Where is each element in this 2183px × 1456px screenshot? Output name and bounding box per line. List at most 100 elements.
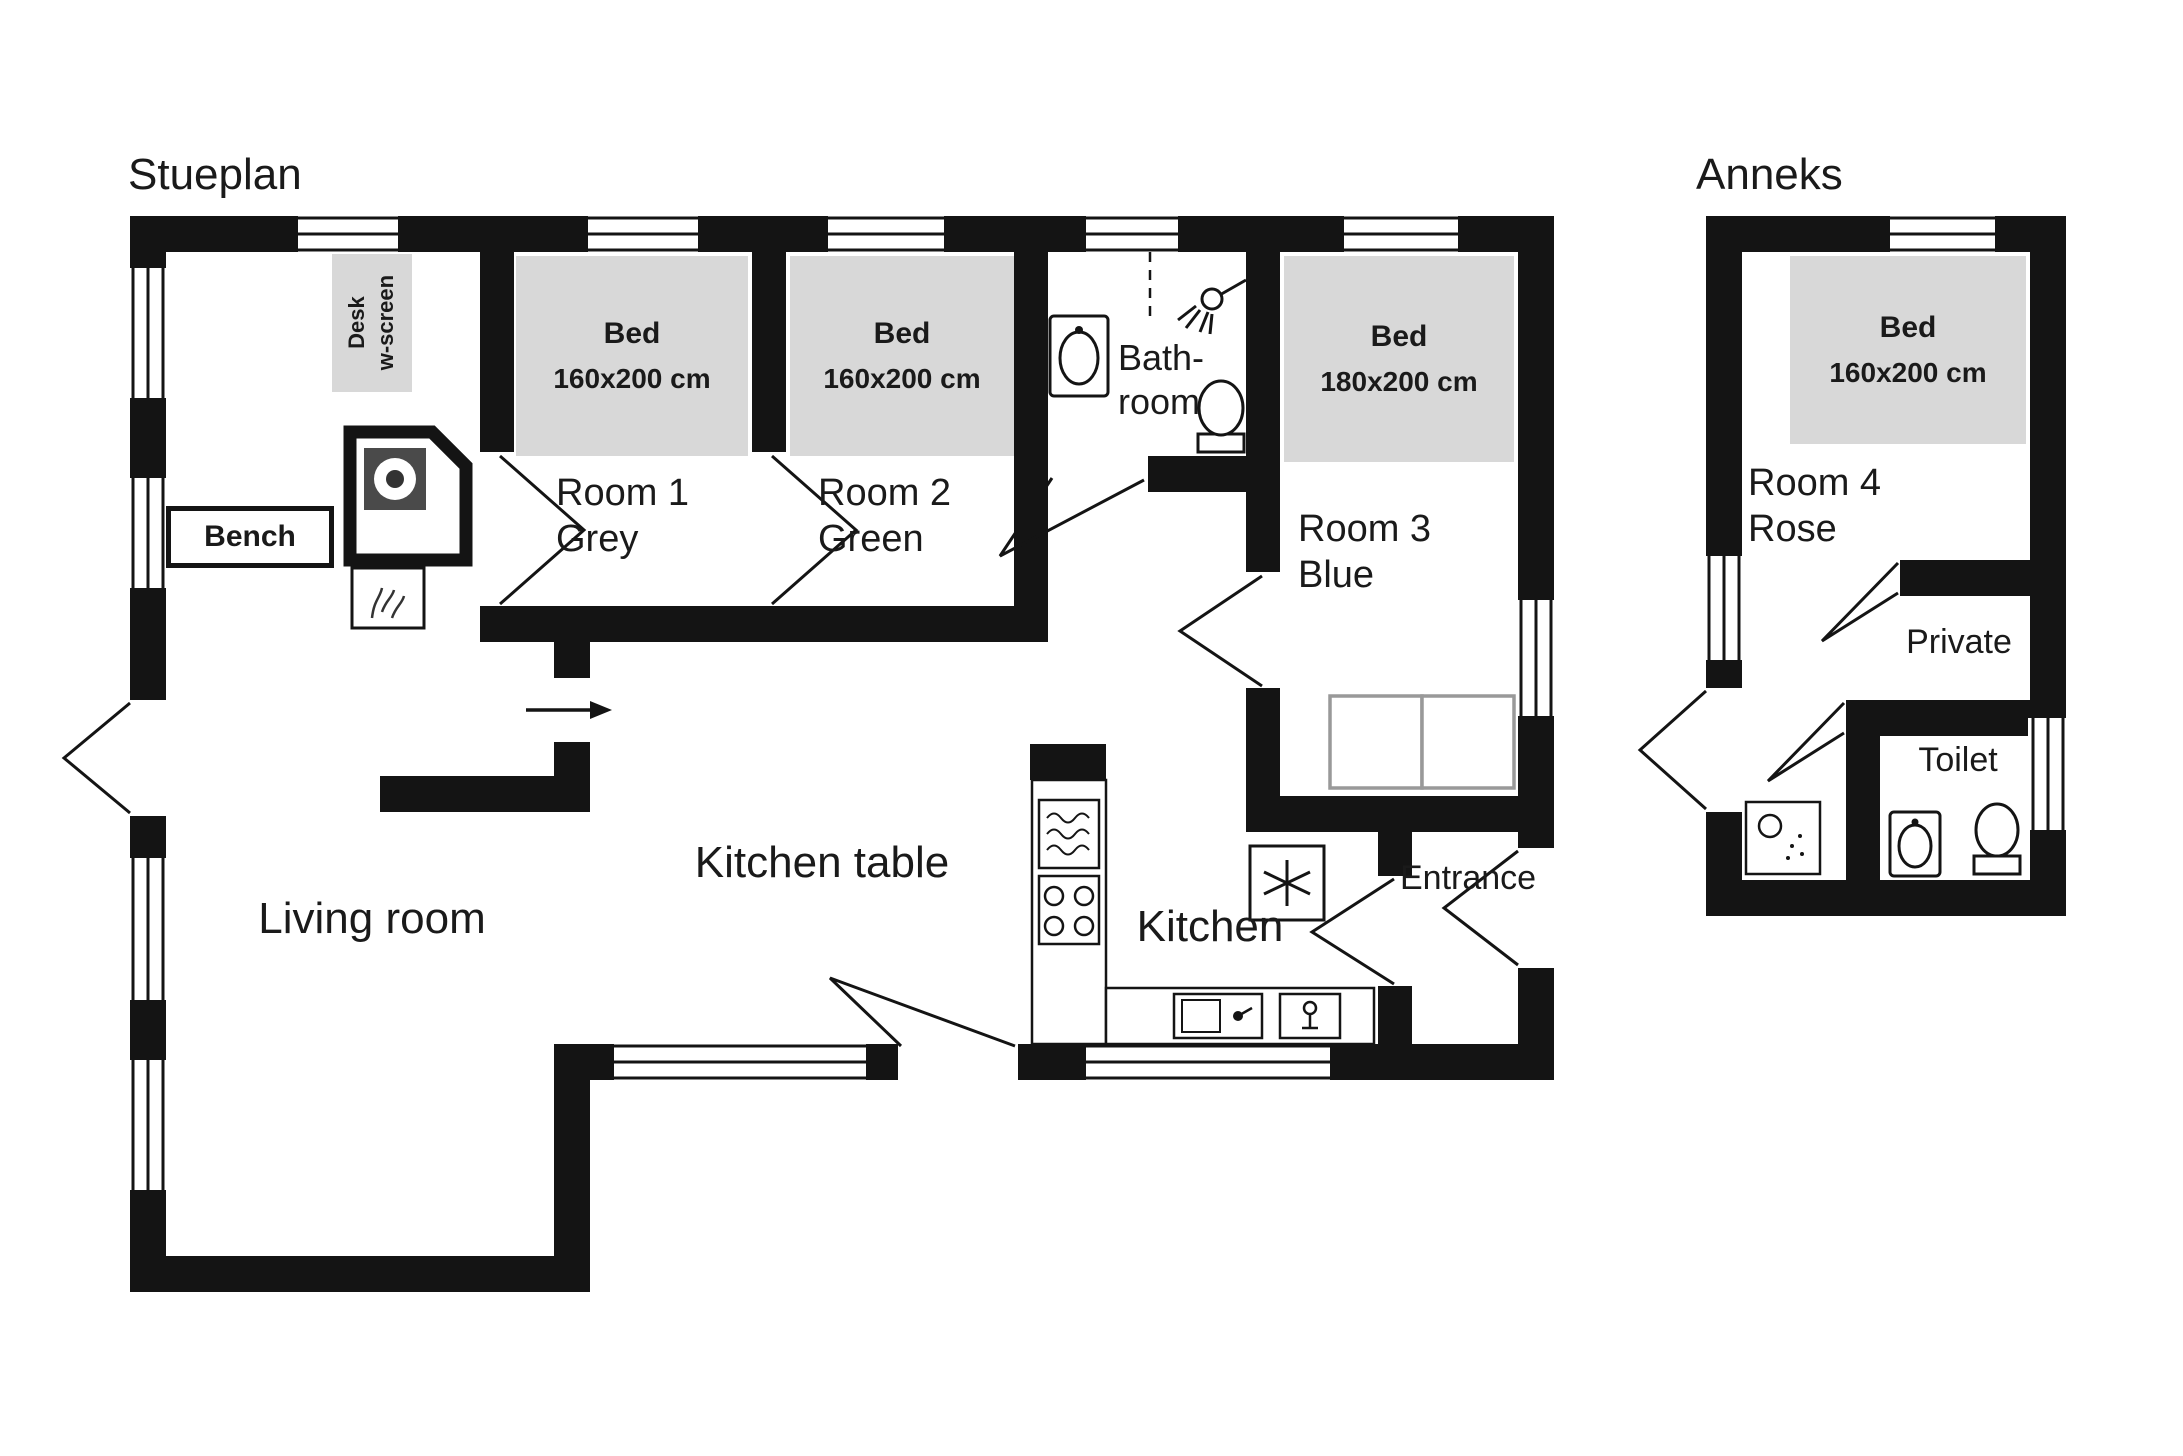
room1-color: Grey: [556, 518, 639, 561]
wall: [1014, 252, 1048, 642]
window: [128, 268, 168, 398]
door-room-1: [499, 454, 587, 606]
fridge-icon: [1248, 844, 1326, 922]
arrow-icon: [526, 701, 612, 719]
bench: Bench: [166, 506, 334, 568]
door-anneks-private: [1820, 561, 1900, 643]
entrance-label: Entrance: [1400, 859, 1537, 897]
oven-icon: [1037, 798, 1101, 870]
wall: [752, 252, 786, 452]
wall: [554, 742, 590, 776]
room4-color: Rose: [1748, 508, 1837, 551]
window: [588, 214, 698, 254]
room4-name: Room 4: [1748, 462, 1882, 504]
bathroom-label: Bath- room: [1118, 336, 1204, 424]
anneks-fixtures: [1744, 800, 2022, 878]
wall: [1246, 688, 1280, 796]
window: [1704, 556, 1744, 660]
sink-icon: [1048, 314, 1110, 398]
bathroom-line2: room: [1118, 380, 1201, 422]
wall: [1706, 880, 2066, 916]
kitchen-label: Kitchen: [1136, 902, 1284, 951]
door-garden: [828, 976, 1018, 1082]
room1-label: Room 1 Grey: [556, 470, 689, 563]
bathroom-line1: Bath-: [1118, 337, 1205, 378]
window: [1516, 600, 1556, 716]
bed-label: Bed: [1370, 320, 1428, 353]
wall: [1900, 560, 2066, 596]
window: [128, 1060, 168, 1190]
stueplan-title: Stueplan: [128, 150, 302, 199]
bathroom-fixtures: [1048, 252, 1247, 454]
desk: Desk w-screen: [332, 254, 412, 392]
fire-icon: [370, 587, 406, 619]
wall: [1378, 986, 1412, 1044]
window: [1344, 214, 1458, 254]
wall: [554, 642, 590, 678]
door-terrace: [61, 700, 168, 816]
window: [1890, 214, 1995, 254]
room1-name: Room 1: [556, 472, 690, 514]
sofa: [1328, 694, 1516, 790]
door-anneks-exterior: [1637, 688, 1744, 812]
bed-size: 160x200 cm: [823, 363, 981, 394]
room2-label: Room 2 Green: [818, 470, 951, 563]
desk-label: Desk w-screen: [343, 275, 400, 370]
window: [298, 214, 398, 254]
stove-hob-icon: [1037, 874, 1101, 946]
bed-size: 160x200 cm: [1829, 357, 1987, 388]
bed-size: 160x200 cm: [553, 363, 711, 394]
anneks-title: Anneks: [1696, 150, 1843, 199]
desk-line1: Desk: [344, 296, 370, 350]
wall: [1246, 796, 1554, 832]
door-room-2: [771, 454, 859, 606]
room4-label: Room 4 Rose: [1748, 460, 1881, 553]
bed-label: Bed: [1879, 311, 1937, 344]
window: [1086, 1042, 1330, 1082]
private-label: Private: [1906, 623, 2012, 661]
window: [614, 1042, 866, 1082]
door-entrance-interior: [1309, 877, 1395, 986]
room2-name: Room 2: [818, 472, 952, 514]
door-entrance-exterior: [1441, 848, 1556, 968]
living-room-label: Living room: [258, 894, 486, 943]
window: [828, 214, 944, 254]
kitchen-sink-icon: [1172, 992, 1264, 1040]
wall: [380, 776, 590, 812]
door-room-3: [1177, 574, 1263, 688]
toilet-label: Toilet: [1918, 741, 1998, 779]
bed-room3: Bed 180x200 cm: [1284, 256, 1514, 462]
wall: [1030, 744, 1106, 780]
room3-label: Room 3 Blue: [1298, 506, 1431, 599]
toilet-icon: [1972, 802, 2022, 876]
dishwasher-icon: [1278, 992, 1342, 1040]
doors: [61, 454, 1900, 1082]
window: [2028, 718, 2068, 830]
room3-name: Room 3: [1298, 508, 1432, 550]
bed-room4: Bed 160x200 cm: [1790, 256, 2026, 444]
wall: [130, 1256, 590, 1292]
fireplace: [343, 425, 473, 630]
wall: [480, 606, 1048, 642]
walls-anneks: [1706, 216, 2066, 916]
room2-color: Green: [818, 518, 924, 561]
wall: [1846, 736, 1880, 880]
toilet-icon: [1196, 379, 1246, 454]
wall: [1246, 492, 1280, 572]
wall: [1706, 216, 2066, 252]
bench-label: Bench: [204, 520, 296, 553]
shower-tray-icon: [1744, 800, 1822, 876]
bed-room1: Bed 160x200 cm: [516, 256, 748, 456]
shower-icon: [1177, 278, 1247, 335]
bed-label: Bed: [603, 317, 661, 350]
wall: [480, 252, 514, 452]
door-anneks-toilet: [1766, 701, 1846, 783]
kitchen-table-label: Kitchen table: [694, 838, 950, 887]
windows: [128, 214, 2068, 1190]
room3-color: Blue: [1298, 554, 1375, 597]
bed-size: 180x200 cm: [1320, 366, 1478, 397]
wall: [1246, 252, 1280, 492]
bed-label: Bed: [873, 317, 931, 350]
